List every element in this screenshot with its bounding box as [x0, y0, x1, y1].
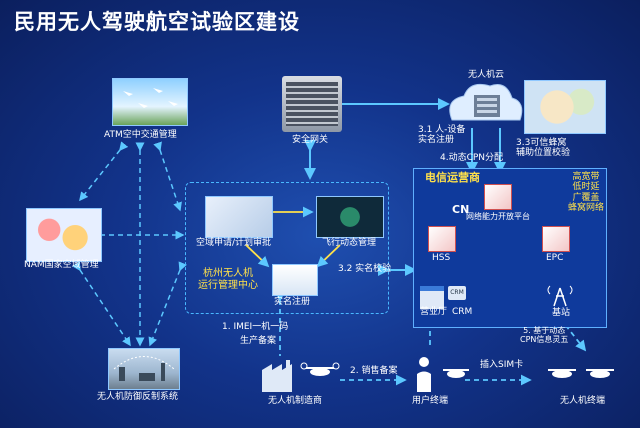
- flow-3-3-label: 3.3可信蜂窝 辅助位置校验: [516, 138, 571, 159]
- base-station-label: 基站: [552, 308, 571, 318]
- uav-terminal-label: 无人机终端: [560, 396, 606, 406]
- link-station-uav: [559, 317, 587, 352]
- link-flight-reg: [316, 244, 341, 268]
- airspace-apply-label: 空域申请/计划审批: [196, 238, 272, 248]
- defense-label: 无人机防御反制系统: [97, 392, 179, 402]
- airspace-apply-screen: [205, 196, 273, 238]
- hss-cube-icon: [428, 226, 456, 252]
- flow-3-1-label: 3.1 人-设备 实名注册: [418, 125, 466, 146]
- cloud-map-image: [524, 80, 606, 134]
- hall-label: 营业厅: [420, 307, 448, 317]
- real-name-label: 实名注册: [274, 297, 311, 307]
- network-features-label: 高宽带 低时延 广覆盖 蜂窝网络: [568, 172, 605, 214]
- flow-4-label: 4.动态CPN分配: [440, 153, 504, 163]
- link-atm-nam: [79, 141, 129, 202]
- manufacturer-label: 无人机制造商: [268, 396, 323, 406]
- link-atm-center: [153, 141, 182, 212]
- radar-icon: [113, 356, 175, 381]
- flow-5-label: 5. 基于动态 CPN信息灵五: [520, 326, 569, 345]
- link-nam-defense: [72, 261, 131, 347]
- cn-label: CN: [452, 203, 470, 216]
- nam-map-image: [26, 208, 102, 262]
- crm-label: CRM: [452, 307, 473, 317]
- airplane-icon: [123, 88, 178, 108]
- gateway-server-icon: [282, 76, 342, 132]
- telecom-title: 电信运营商: [425, 171, 480, 184]
- gateway-label: 安全网关: [292, 135, 329, 145]
- atm-label: ATM空中交通管理: [104, 130, 177, 140]
- defense-image: [108, 348, 180, 390]
- center-name-label: 杭州无人机 运行管理中心: [198, 268, 258, 291]
- management-center-box: [185, 182, 389, 314]
- cloud-label: 无人机云: [468, 70, 505, 80]
- atm-image: [112, 78, 188, 126]
- nam-label: NAM国家空域管理: [24, 260, 99, 270]
- flow-1-label: 1. IMEI一机一码: [222, 322, 289, 332]
- link-center-defense: [148, 261, 187, 347]
- user-terminal-label: 用户终端: [412, 396, 449, 406]
- flow-3-2-label: 3.2 实名校验: [338, 264, 392, 274]
- epc-label: EPC: [546, 253, 564, 263]
- real-name-screen: [272, 264, 318, 296]
- link-apply-reg: [245, 244, 270, 268]
- insert-sim-label: 插入SIM卡: [480, 360, 524, 370]
- business-hall-icon: [420, 286, 444, 309]
- flow-1b-label: 生产备案: [240, 336, 277, 346]
- flight-mgmt-screen: [316, 196, 384, 238]
- cn-cube-icon: [484, 184, 512, 210]
- epc-cube-icon: [542, 226, 570, 252]
- flow-2-label: 2. 销售备案: [350, 366, 398, 376]
- crm-badge: CRM: [448, 286, 466, 300]
- hss-label: HSS: [432, 253, 451, 263]
- platform-label: 网络能力开放平台: [466, 212, 530, 221]
- page-title: 民用无人驾驶航空试验区建设: [14, 10, 300, 34]
- flight-mgmt-label: 飞行动态管理: [322, 238, 377, 248]
